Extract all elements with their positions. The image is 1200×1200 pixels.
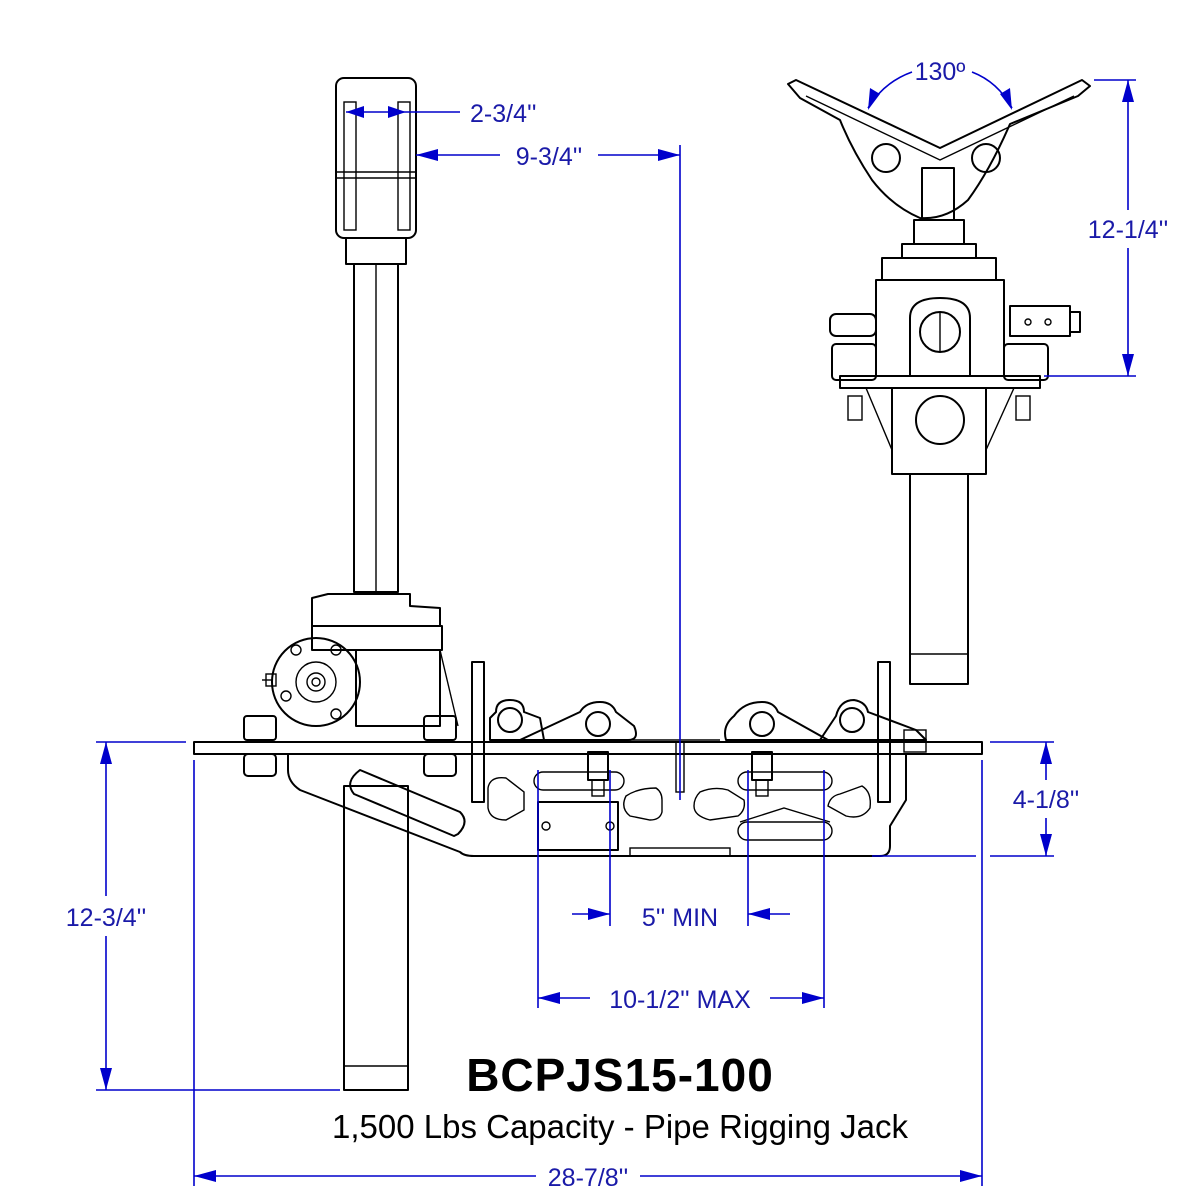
angle-label: 130º: [915, 58, 966, 86]
dimension-lines: [96, 71, 1136, 1186]
max-spacing-label: 10-1/2'' MAX: [609, 986, 751, 1014]
gearbox: [243, 593, 459, 741]
roller-offset-label: 9-3/4'': [516, 143, 583, 171]
product-title: BCPJS15-100: [466, 1049, 774, 1101]
head-height-label: 12-1/4'': [1088, 216, 1168, 244]
roller-brackets: [489, 699, 927, 797]
overall-height-label: 12-3/4'': [66, 904, 146, 932]
base-height-label: 4-1/8'': [1013, 786, 1080, 814]
roller-width-label: 2-3/4'': [470, 100, 537, 128]
min-spacing-label: 5'' MIN: [642, 904, 718, 932]
jack-head-assembly: [787, 79, 1091, 685]
base-plate: [193, 661, 983, 1091]
jack-post-assembly: [335, 77, 417, 593]
product-subtitle: 1,500 Lbs Capacity - Pipe Rigging Jack: [332, 1108, 908, 1145]
overall-width-label: 28-7/8'': [548, 1164, 628, 1192]
